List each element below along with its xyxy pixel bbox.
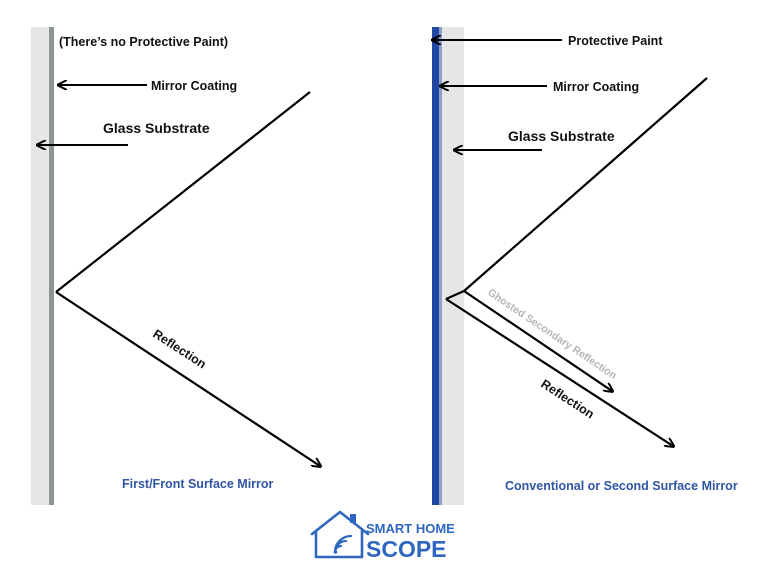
smart-home-scope-logo: SMART HOME SCOPE [310, 510, 455, 562]
left-glass-substrate-label: Glass Substrate [103, 120, 210, 136]
second-surface-mirror-panel: Protective Paint Mirror Coating Glass Su… [432, 27, 738, 505]
front-surface-mirror-caption: First/Front Surface Mirror [122, 477, 274, 491]
right-mirror-coating [439, 27, 442, 505]
right-refracted-inner-ray [445, 289, 465, 301]
left-mirror-coating-label: Mirror Coating [151, 79, 237, 93]
protective-paint-label: Protective Paint [568, 34, 663, 48]
house-wifi-icon [310, 510, 370, 559]
second-surface-mirror-caption: Conventional or Second Surface Mirror [505, 479, 738, 493]
left-mirror-coating [49, 27, 54, 505]
logo-line-scope: SCOPE [366, 536, 447, 562]
left-incident-ray [55, 91, 311, 293]
logo-line-smart-home: SMART HOME [366, 521, 455, 536]
right-protective-paint [432, 27, 439, 505]
left-glass-substrate [31, 27, 49, 505]
right-mirror-coating-label: Mirror Coating [553, 80, 639, 94]
no-protective-paint-label: (There’s no Protective Paint) [59, 35, 228, 49]
left-reflected-ray [55, 291, 320, 466]
right-glass-substrate-label: Glass Substrate [508, 128, 615, 144]
right-glass-substrate [442, 27, 464, 505]
left-reflection-label: Reflection [150, 327, 208, 372]
right-incident-ray [463, 77, 708, 292]
right-reflection-label: Reflection [538, 377, 596, 422]
right-ghost-ray [463, 290, 612, 391]
right-reflected-ray [445, 298, 673, 446]
front-surface-mirror-panel: (There’s no Protective Paint) Mirror Coa… [31, 27, 320, 505]
